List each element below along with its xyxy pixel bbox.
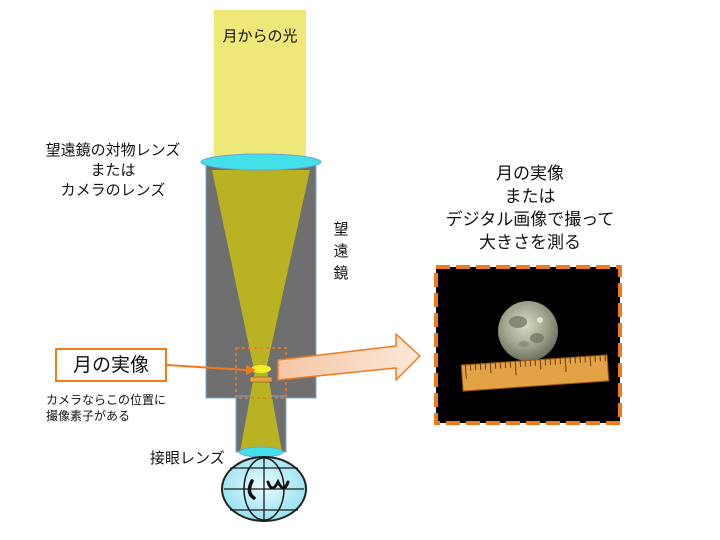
objective-label-line3: カメラのレンズ [60, 181, 166, 199]
arrow-right-icon [277, 333, 421, 381]
eyepiece-lens [238, 446, 284, 458]
ruler-tick [514, 361, 517, 376]
ruler-tick [564, 357, 567, 372]
sensor-note-line1: カメラならこの位置に [46, 393, 167, 407]
telescope-label-full: 望 遠 鏡 [333, 220, 349, 282]
objective-lens [200, 153, 322, 171]
ruler-tick [589, 356, 592, 367]
result-label-line4: 大きさを測る [479, 233, 581, 253]
result-label: 月の実像 または デジタル画像で撮って 大きさを測る [420, 163, 640, 255]
result-label-line2: または [504, 187, 556, 207]
real-image-moon [251, 365, 271, 373]
ruler-tick [539, 359, 542, 370]
ruler-tick [464, 364, 467, 379]
light-cone-diverging [240, 370, 282, 452]
ruler-tick [489, 363, 492, 374]
objective-label-line2: または [90, 161, 136, 179]
label-pointer [166, 364, 247, 371]
eye-icon [221, 456, 307, 522]
moon-photo [498, 301, 558, 361]
objective-lens-label: 望遠鏡の対物レンズ または カメラのレンズ [18, 140, 208, 200]
real-image-label-box: 月の実像 [55, 348, 167, 382]
moonlight-label: 月からの光 [222, 27, 298, 45]
sensor-note-line2: 撮像素子がある [46, 409, 131, 423]
eyepiece-label: 接眼レンズ [150, 449, 225, 467]
result-label-line1: 月の実像 [496, 164, 564, 184]
sensor-note: カメラならこの位置に 撮像素子がある [46, 392, 166, 424]
light-cone-converging [212, 170, 310, 370]
label-pointer-head [246, 365, 256, 375]
moonlight-beam [214, 10, 306, 162]
real-image-ruler [249, 376, 273, 383]
objective-label-line1: 望遠鏡の対物レンズ [45, 141, 181, 159]
result-label-line3: デジタル画像で撮って [445, 210, 615, 230]
ruler-icon [460, 354, 610, 392]
